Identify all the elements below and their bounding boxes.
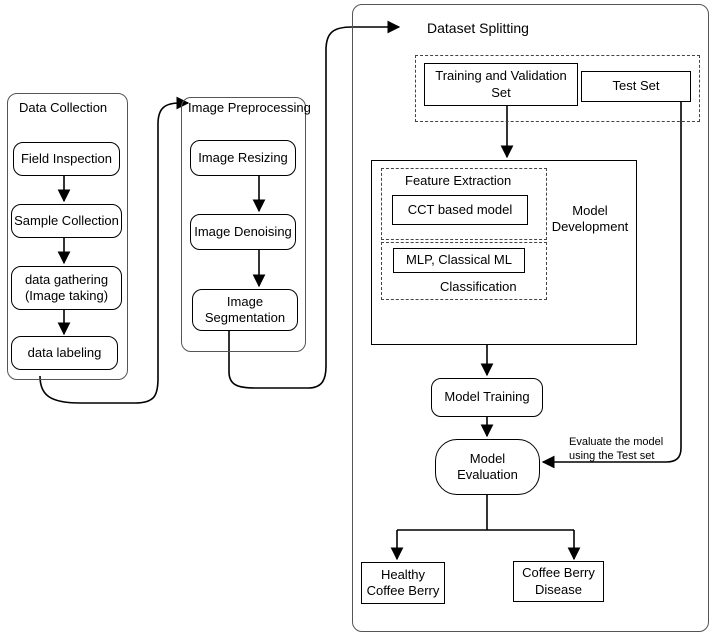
feature-extraction-title: Feature Extraction (405, 173, 512, 188)
image-preprocessing-title: Image Preprocessing (188, 100, 311, 115)
field-inspection-step: Field Inspection (13, 142, 120, 176)
model-evaluation-label: Model Evaluation (457, 450, 518, 482)
data-gathering-label: data gathering (Image taking) (24, 271, 109, 303)
data-labeling-label: data labeling (27, 344, 102, 360)
image-resizing-label: Image Resizing (198, 149, 288, 165)
sample-collection-label: Sample Collection (14, 212, 119, 228)
connector-preprocessing-to-splitting (228, 20, 401, 389)
image-denoising-step: Image Denoising (190, 214, 296, 250)
feature-extraction-group (381, 168, 547, 240)
model-training-step: Model Training (431, 378, 543, 417)
coffee-berry-disease-box: Coffee Berry Disease (513, 561, 604, 602)
test-set: Test Set (581, 71, 691, 102)
image-segmentation-label: Image Segmentation (204, 293, 286, 325)
model-evaluation-step: Model Evaluation (435, 439, 540, 495)
data-collection-title: Data Collection (19, 100, 108, 115)
field-inspection-label: Field Inspection (20, 150, 113, 166)
image-preprocessing-panel (181, 97, 306, 352)
mlp-model-box: MLP, Classical ML (393, 248, 525, 273)
test-set-label: Test Set (612, 78, 660, 94)
connector-testset-to-evaluation (541, 99, 682, 469)
model-training-label: Model Training (444, 389, 530, 405)
classification-group (381, 242, 547, 300)
data-collection-panel (7, 93, 128, 380)
coffee-berry-disease-label: Coffee Berry Disease (522, 565, 595, 597)
image-resizing-step: Image Resizing (190, 140, 296, 176)
mlp-model-label: MLP, Classical ML (406, 252, 512, 268)
model-development-label: Model Development (551, 203, 629, 235)
image-denoising-label: Image Denoising (194, 223, 292, 239)
classification-label: Classification (440, 279, 517, 294)
training-validation-set: Training and Validation Set (424, 63, 578, 106)
dataset-splitting-panel (352, 4, 709, 632)
image-segmentation-step: Image Segmentation (192, 289, 298, 331)
evaluate-note: Evaluate the model using the Test set (569, 436, 664, 462)
data-labeling-step: data labeling (11, 336, 118, 370)
cct-model-label: CCT based model (407, 201, 513, 217)
connector-collection-to-preprocessing (39, 96, 190, 404)
data-gathering-step: data gathering (Image taking) (11, 266, 122, 310)
training-validation-label: Training and Validation Set (435, 68, 567, 100)
healthy-coffee-berry-label: Healthy Coffee Berry (366, 566, 440, 598)
dataset-splitting-title: Dataset Splitting (427, 20, 529, 36)
split-dashed-group (415, 55, 700, 122)
sample-collection-step: Sample Collection (11, 204, 122, 238)
cct-model-box: CCT based model (392, 195, 528, 225)
healthy-coffee-berry-box: Healthy Coffee Berry (361, 562, 445, 604)
